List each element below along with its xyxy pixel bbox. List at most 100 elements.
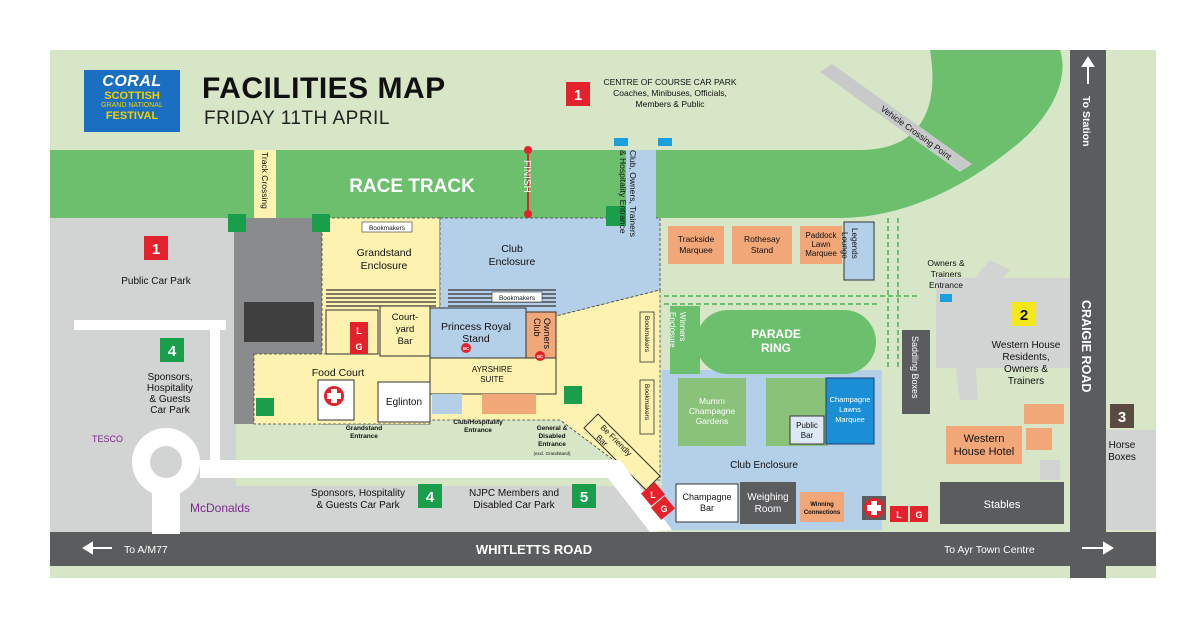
craigie-road-label: CRAIGIE ROAD <box>1079 300 1093 392</box>
badge-number: 5 <box>580 489 588 506</box>
race-track <box>50 150 650 218</box>
western-house-road-b <box>1040 460 1060 480</box>
public-bar-block <box>789 415 825 445</box>
toilet-g-box <box>910 506 928 522</box>
roundabout-centre <box>150 446 182 478</box>
page-title: FACILITIES MAP <box>202 72 446 105</box>
side-road-top <box>74 320 226 330</box>
badge-number: 1 <box>152 241 160 258</box>
whitletts-road-label: WHITLETTS ROAD <box>476 542 592 557</box>
club-enclosure-bottom-label: Club Enclosure <box>730 460 798 471</box>
western-annex-1 <box>1024 404 1064 424</box>
courtyard-bar-block <box>379 305 431 357</box>
race-track-label: RACE TRACK <box>349 176 475 197</box>
bc-label: BC <box>537 354 544 359</box>
bookmakers-label: Bookmakers <box>499 295 536 302</box>
road-arrows <box>82 56 1114 555</box>
toilet-gents-marker: G <box>355 342 362 352</box>
general-entrance-note: (excl. Grandstand) <box>533 451 571 456</box>
badge-number: 3 <box>1118 409 1126 426</box>
exit-signs <box>228 206 626 416</box>
logo-festival: FESTIVAL <box>105 110 159 122</box>
stables-label: Stables <box>984 499 1021 511</box>
eglinton-label: Eglinton <box>386 397 422 408</box>
bookmakers-right-lower <box>639 379 655 435</box>
public-car-park-label: Public Car Park <box>121 276 191 287</box>
western-annex-2 <box>1026 428 1052 450</box>
hospitality-entrance-blue <box>432 394 462 414</box>
weighing-room-block <box>740 482 796 524</box>
legends-lounge-block <box>843 221 875 281</box>
finish-dot-top <box>524 146 532 154</box>
car-park-3-badge <box>1110 404 1134 428</box>
club-entrance-path <box>626 150 656 270</box>
owners-club-label: OwnersClub <box>532 318 552 350</box>
western-house-hotel-block <box>946 426 1022 464</box>
first-aid-icon <box>862 496 886 520</box>
toilet-gents-marker: G <box>660 504 667 514</box>
badge-number: 4 <box>426 489 435 506</box>
to-ayr-label: To Ayr Town Centre <box>944 544 1035 556</box>
bc-label: BC <box>463 346 470 351</box>
car-park-2-badge <box>1012 302 1036 326</box>
toilet-l-box <box>350 322 368 338</box>
festival-logo: CORAL SCOTTISH GRAND NATIONAL FESTIVAL <box>84 70 180 132</box>
bookmakers-right-upper <box>639 311 655 363</box>
sponsors-bottom-label: Sponsors, Hospitality& Guests Car Park <box>311 488 405 511</box>
winners-enclosure-label: WinnersEnclosure <box>668 312 687 348</box>
champagne-bar-block <box>675 483 739 523</box>
whitletts-road <box>50 532 1156 566</box>
bottom-car-park-area <box>50 486 650 532</box>
badge-number: 2 <box>1020 307 1028 324</box>
car-park-4-bottom-badge <box>418 484 442 508</box>
bookmakers-label-box <box>361 221 413 233</box>
toilet-g-box <box>650 496 676 520</box>
finish-dot-bottom <box>524 210 532 218</box>
bookmakers-right-label: Bookmakers <box>643 384 650 421</box>
saddling-boxes-label: Saddling Boxes <box>910 336 920 399</box>
logo-coral: CORAL <box>102 73 162 90</box>
toilet-g-box <box>350 338 368 354</box>
gate-marker <box>940 294 952 302</box>
to-station-label: To Station <box>1080 96 1092 147</box>
stables-block <box>940 482 1064 524</box>
finish-label: FINISH <box>521 160 532 193</box>
car-park-5-badge <box>572 484 596 508</box>
bookmakers-label: Bookmakers <box>369 225 406 232</box>
toilet-ladies-marker: L <box>896 510 902 520</box>
toilet-ladies-marker: L <box>356 326 362 336</box>
logo-scottish: SCOTTISH <box>104 90 160 102</box>
footpaths <box>664 218 920 370</box>
toilet-l-box <box>640 482 666 506</box>
bookmakers-label-box <box>491 291 543 303</box>
princess-royal-stand-block <box>429 307 527 359</box>
paddock-marquee-block <box>800 226 842 264</box>
parade-ring-shape <box>696 310 876 374</box>
legends-label: LegendsLounge <box>840 228 859 259</box>
badge-number: 1 <box>574 87 582 104</box>
bc-marker <box>535 351 545 361</box>
badge-number: 4 <box>168 343 177 360</box>
vehicle-crossing-road <box>820 64 972 172</box>
craigie-road <box>1070 50 1106 578</box>
toilet-gents-marker: G <box>915 510 922 520</box>
winners-enclosure-block <box>670 306 700 374</box>
roundabout-exit <box>152 488 180 534</box>
hospitality-entrance-orange <box>482 394 536 414</box>
